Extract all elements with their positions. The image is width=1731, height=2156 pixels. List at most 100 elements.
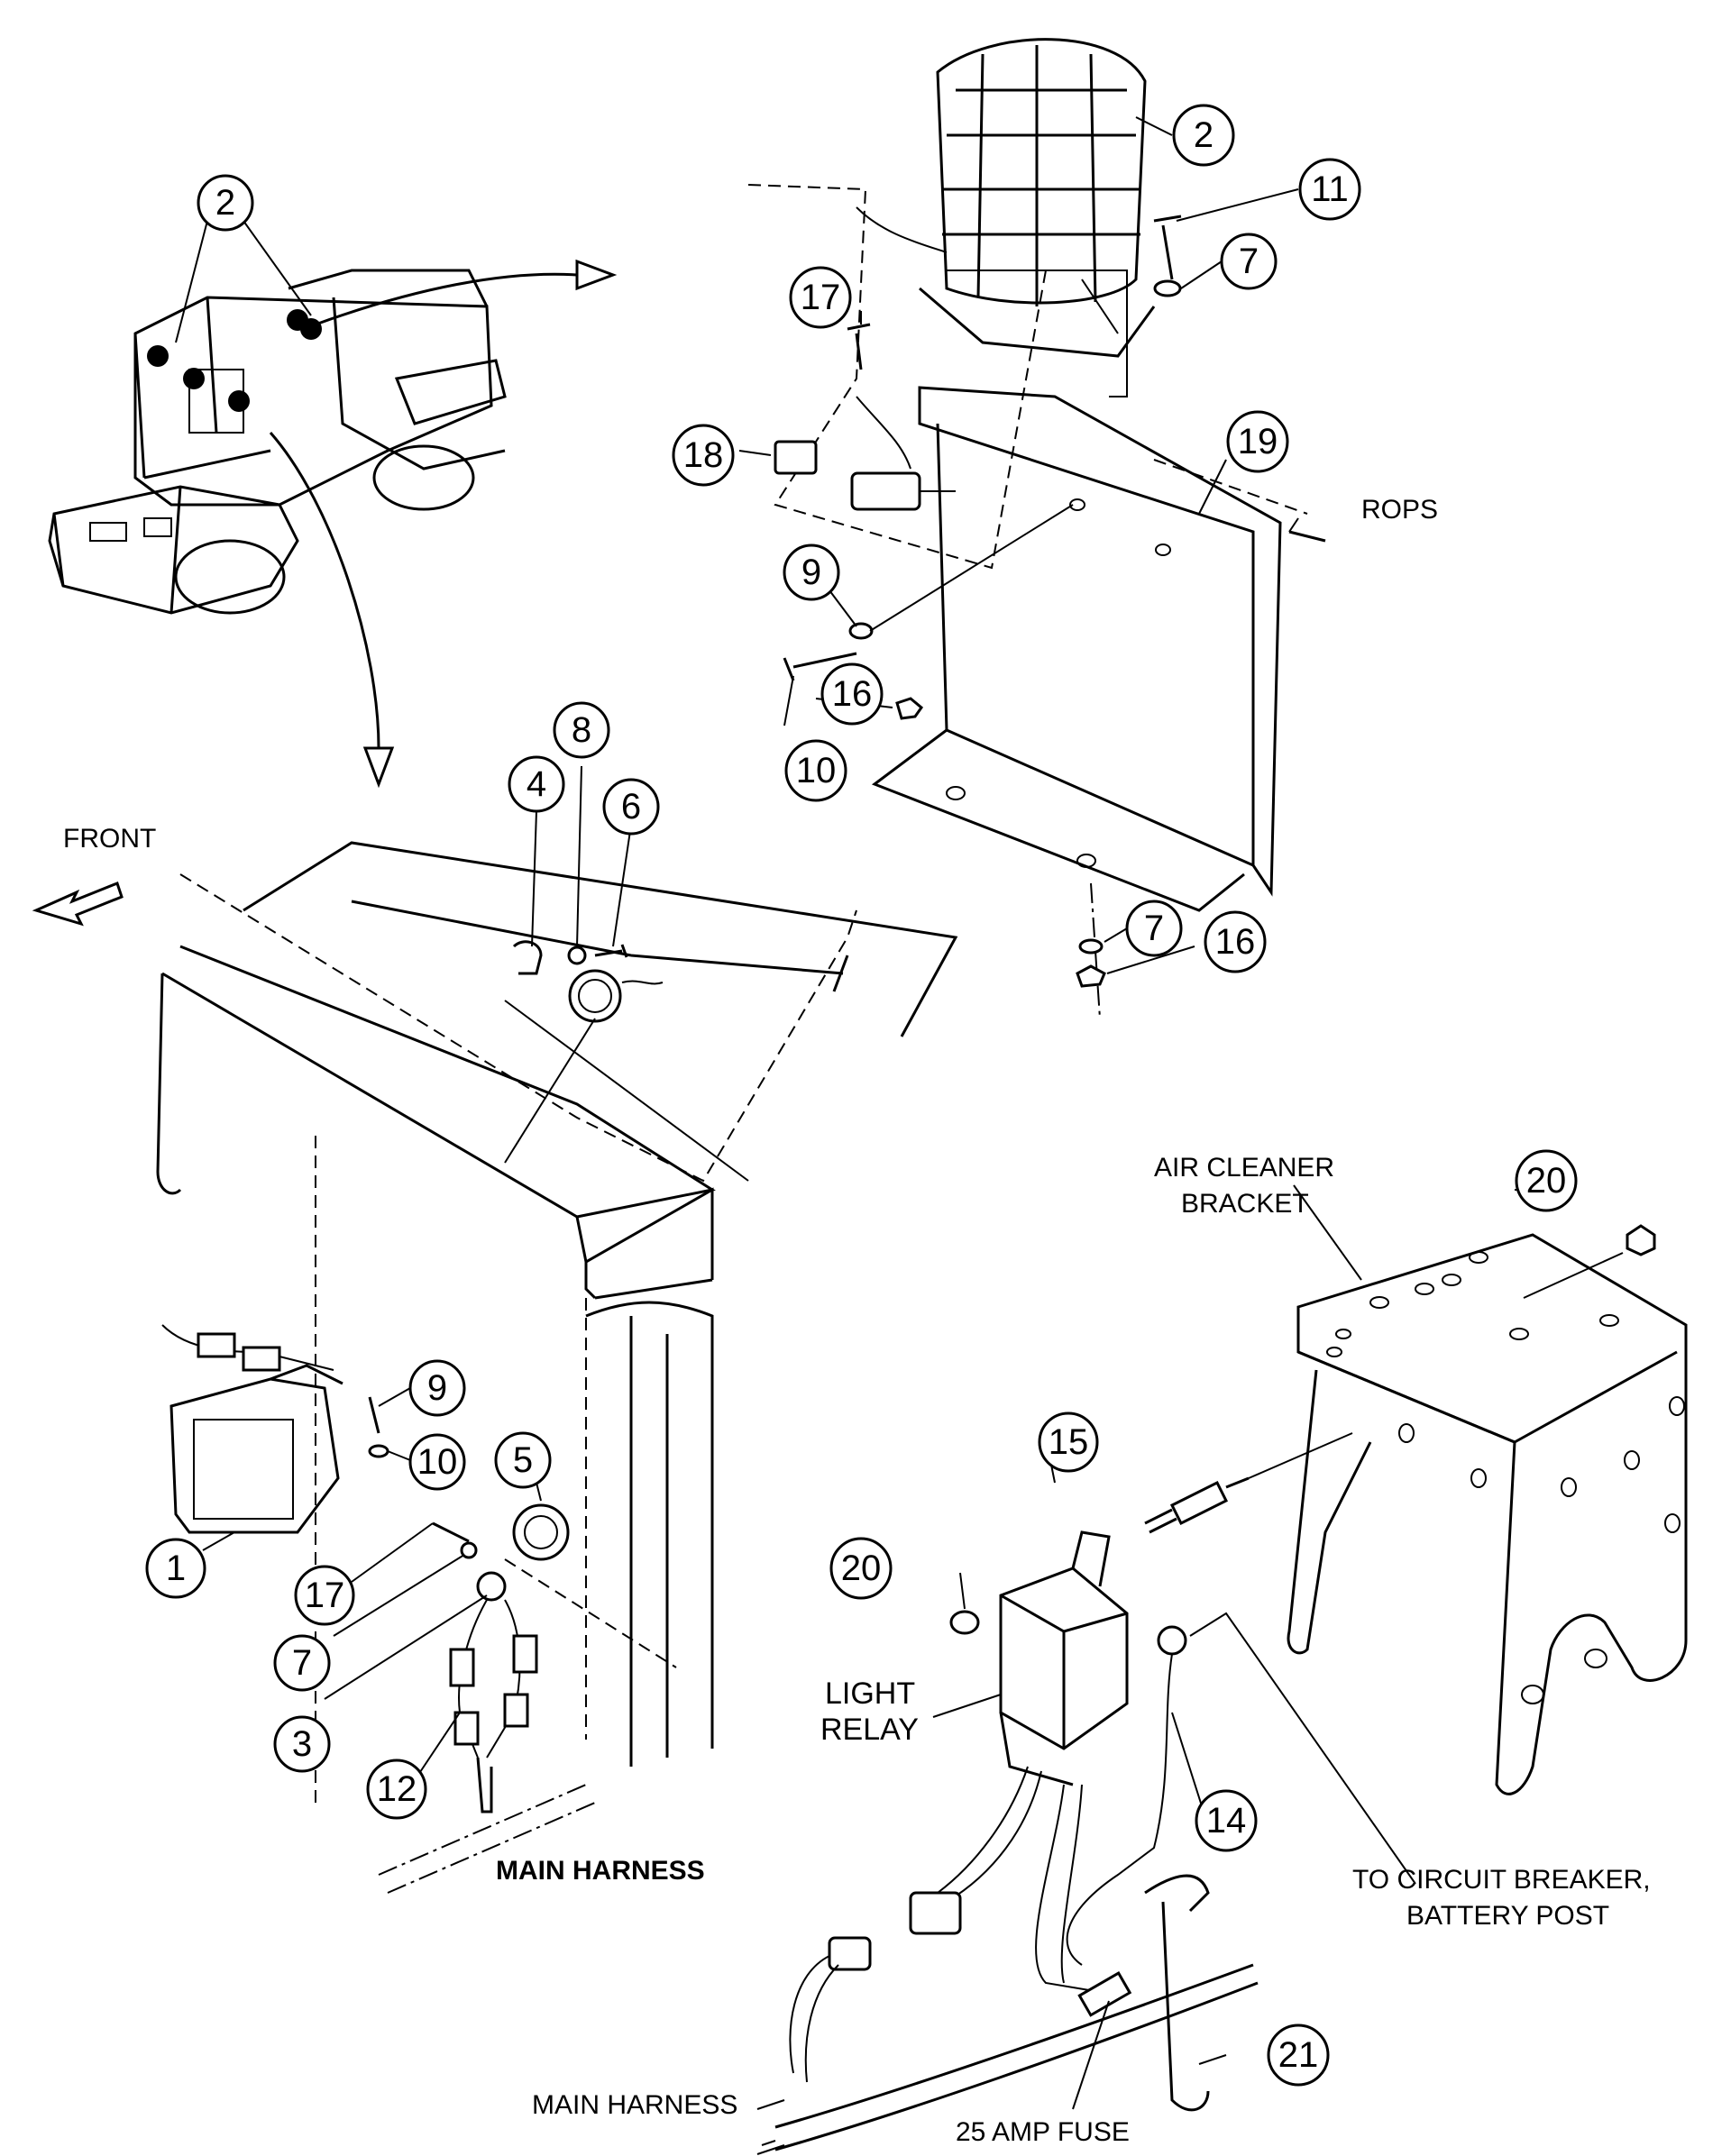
svg-text:15: 15 bbox=[1049, 1422, 1089, 1462]
callout-15: 15 bbox=[1038, 1411, 1099, 1473]
harness-grommet-3 bbox=[476, 1571, 507, 1602]
callout-21: 21 bbox=[1267, 2024, 1330, 2087]
callout-19: 19 bbox=[1226, 410, 1289, 473]
main-harness-bottom-cable bbox=[774, 1963, 1254, 2129]
svg-text:8: 8 bbox=[572, 710, 591, 750]
bolt-17-lamp bbox=[432, 1521, 470, 1543]
svg-text:10: 10 bbox=[796, 751, 837, 790]
callout-2-overview: 2 bbox=[197, 174, 254, 232]
overview-arrow-right-head bbox=[575, 259, 618, 291]
air-cleaner-bracket bbox=[1287, 1233, 1688, 1795]
washer-9-top bbox=[848, 622, 874, 640]
callout-4: 4 bbox=[508, 755, 565, 813]
svg-text:12: 12 bbox=[377, 1769, 417, 1809]
main-harness-label-bottom: MAIN HARNESS bbox=[532, 2090, 737, 2120]
relay-wiring bbox=[789, 1766, 1132, 2083]
screw-17-top bbox=[847, 323, 871, 370]
svg-text:19: 19 bbox=[1238, 422, 1278, 461]
air-cleaner-label-line2: BRACKET bbox=[1181, 1189, 1309, 1219]
svg-text:2: 2 bbox=[215, 183, 235, 223]
svg-text:10: 10 bbox=[417, 1442, 458, 1482]
nut-20-top bbox=[1626, 1224, 1656, 1256]
front-label: FRONT bbox=[63, 824, 156, 854]
svg-text:20: 20 bbox=[1526, 1161, 1567, 1201]
operator-frame bbox=[156, 841, 958, 1803]
callout-12: 12 bbox=[366, 1759, 427, 1820]
callout-20-top: 20 bbox=[1515, 1149, 1578, 1212]
bolt-11 bbox=[1153, 215, 1182, 280]
washer-7-top bbox=[1153, 279, 1182, 297]
callout-2-beacon: 2 bbox=[1172, 104, 1235, 167]
svg-text:11: 11 bbox=[1311, 169, 1349, 209]
svg-text:20: 20 bbox=[841, 1548, 882, 1588]
overview-arrow-down-head bbox=[362, 746, 395, 789]
rops-mount-bracket bbox=[871, 386, 1282, 1019]
beacon-cable bbox=[856, 206, 948, 253]
callout-10-lamp: 10 bbox=[408, 1433, 466, 1491]
switch-clamp-4 bbox=[512, 940, 543, 975]
fuse-label: 25 AMP FUSE bbox=[956, 2117, 1130, 2147]
callout-9-lamp: 9 bbox=[408, 1359, 466, 1417]
svg-text:2: 2 bbox=[1194, 115, 1214, 155]
callout-3: 3 bbox=[273, 1715, 331, 1773]
svg-text:21: 21 bbox=[1278, 2035, 1319, 2075]
callout-11: 11 bbox=[1298, 158, 1361, 221]
cable-clip bbox=[774, 440, 818, 475]
light-relay bbox=[999, 1530, 1129, 1786]
svg-text:6: 6 bbox=[621, 787, 641, 827]
callout-1: 1 bbox=[145, 1538, 206, 1599]
svg-text:9: 9 bbox=[427, 1368, 447, 1408]
screw-9-lamp bbox=[368, 1396, 380, 1434]
nut-16-mid bbox=[895, 697, 924, 720]
lamp-harness bbox=[449, 1599, 538, 1813]
leader-lines bbox=[175, 116, 1524, 2146]
callout-17-top: 17 bbox=[789, 266, 852, 329]
callout-6: 6 bbox=[602, 778, 660, 836]
circuit-breaker-label-line1: TO CIRCUIT BREAKER, bbox=[1352, 1865, 1651, 1895]
main-harness-label-left: MAIN HARNESS bbox=[496, 1856, 705, 1886]
callout-7-lamp: 7 bbox=[273, 1634, 331, 1692]
callout-7-top: 7 bbox=[1220, 233, 1278, 290]
callouts: 2 2 11 7 17 18 19 9 16 10 7 16 8 4 6 9 1… bbox=[145, 104, 1578, 2087]
grommet-5 bbox=[512, 1503, 570, 1561]
light-relay-label-line1: LIGHT bbox=[825, 1676, 915, 1711]
standoff-15 bbox=[1144, 1476, 1250, 1534]
rops-label: ROPS bbox=[1361, 495, 1438, 525]
svg-text:4: 4 bbox=[527, 764, 546, 804]
main-harness-left-cable bbox=[378, 1784, 587, 1876]
callout-16-mid: 16 bbox=[820, 662, 884, 726]
nut-20-relay bbox=[949, 1610, 980, 1635]
washer-7-lamp bbox=[460, 1541, 478, 1559]
switch-body bbox=[568, 969, 622, 1023]
front-arrow bbox=[32, 882, 124, 927]
callout-14: 14 bbox=[1195, 1789, 1258, 1852]
svg-text:17: 17 bbox=[801, 278, 841, 317]
washer-7-bottom bbox=[1078, 938, 1104, 955]
svg-text:7: 7 bbox=[1144, 909, 1164, 948]
overview-arrow-down bbox=[269, 432, 380, 749]
nut-8 bbox=[567, 946, 587, 965]
svg-text:9: 9 bbox=[801, 553, 821, 592]
work-lamp bbox=[161, 1324, 343, 1534]
callout-9-top: 9 bbox=[783, 544, 840, 601]
svg-text:16: 16 bbox=[1215, 922, 1256, 962]
bolt-10-top bbox=[783, 652, 857, 681]
air-cleaner-label-line1: AIR CLEANER bbox=[1154, 1153, 1334, 1183]
callout-17-lamp: 17 bbox=[294, 1565, 355, 1626]
svg-text:5: 5 bbox=[513, 1440, 533, 1480]
washer-10-lamp bbox=[368, 1444, 389, 1458]
nut-16-bottom bbox=[1076, 964, 1106, 988]
svg-text:7: 7 bbox=[292, 1643, 312, 1683]
harness-clamp-21 bbox=[1144, 1874, 1210, 2112]
beacon-connector bbox=[850, 471, 921, 511]
light-relay-label-line2: RELAY bbox=[820, 1713, 919, 1747]
svg-text:17: 17 bbox=[305, 1576, 345, 1615]
screw-6 bbox=[594, 944, 628, 958]
svg-text:14: 14 bbox=[1206, 1801, 1247, 1841]
ring-terminal-14 bbox=[1157, 1625, 1187, 1656]
svg-text:7: 7 bbox=[1239, 242, 1259, 281]
callout-20-relay: 20 bbox=[829, 1537, 893, 1600]
callout-5: 5 bbox=[494, 1431, 552, 1489]
svg-text:3: 3 bbox=[292, 1724, 312, 1764]
